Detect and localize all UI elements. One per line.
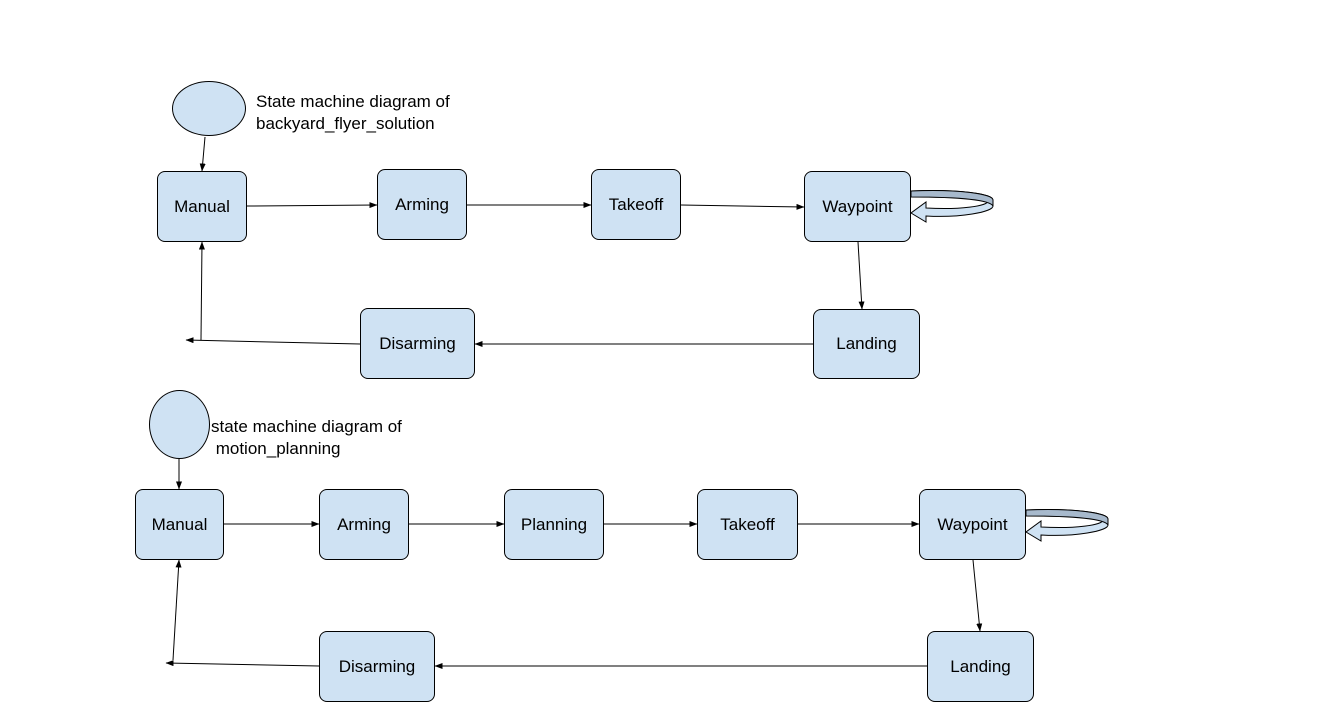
state-landing-1: Landing: [813, 309, 920, 379]
state-arming-1: Arming: [377, 169, 467, 240]
edge-start-to-manual: [199, 136, 206, 172]
diagram-1-edges: [185, 136, 994, 347]
state-manual-2: Manual: [135, 489, 224, 560]
edge-return-to-manual-2: [172, 559, 182, 661]
edge-disarming-to-left: [185, 337, 361, 345]
diagram-1-caption-line-1: State machine diagram of: [256, 92, 450, 111]
edge-manual-to-arming: [246, 202, 378, 209]
state-manual-1: Manual: [157, 171, 247, 242]
edge-disarming-to-left-2: [165, 660, 320, 667]
edge-takeoff-to-waypoint: [680, 203, 805, 210]
diagram-2-caption: state machine diagram of motion_planning: [211, 416, 402, 460]
diagram-1-caption: State machine diagram of backyard_flyer_…: [256, 91, 450, 135]
state-takeoff-2: Takeoff: [697, 489, 798, 560]
waypoint-self-loop-arrow-2: [1025, 509, 1109, 542]
waypoint-self-loop-arrow-1: [910, 190, 994, 223]
diagram-2-caption-line-1: state machine diagram of: [211, 417, 402, 436]
edge-waypoint-to-landing-2: [972, 559, 983, 632]
diagram-2-caption-line-2: motion_planning: [211, 439, 341, 458]
state-planning-2: Planning: [504, 489, 604, 560]
state-arming-2: Arming: [319, 489, 409, 560]
start-state-2: [149, 390, 210, 459]
state-disarming-2: Disarming: [319, 631, 435, 702]
state-waypoint-1: Waypoint: [804, 171, 911, 242]
diagram-2-edges: [165, 459, 1109, 669]
state-waypoint-2: Waypoint: [919, 489, 1026, 560]
edge-return-to-manual: [198, 241, 205, 341]
state-disarming-1: Disarming: [360, 308, 475, 379]
edge-waypoint-to-landing: [857, 241, 865, 310]
state-takeoff-1: Takeoff: [591, 169, 681, 240]
diagram-1-caption-line-2: backyard_flyer_solution: [256, 114, 435, 133]
state-landing-2: Landing: [927, 631, 1034, 702]
start-state-1: [172, 81, 246, 136]
